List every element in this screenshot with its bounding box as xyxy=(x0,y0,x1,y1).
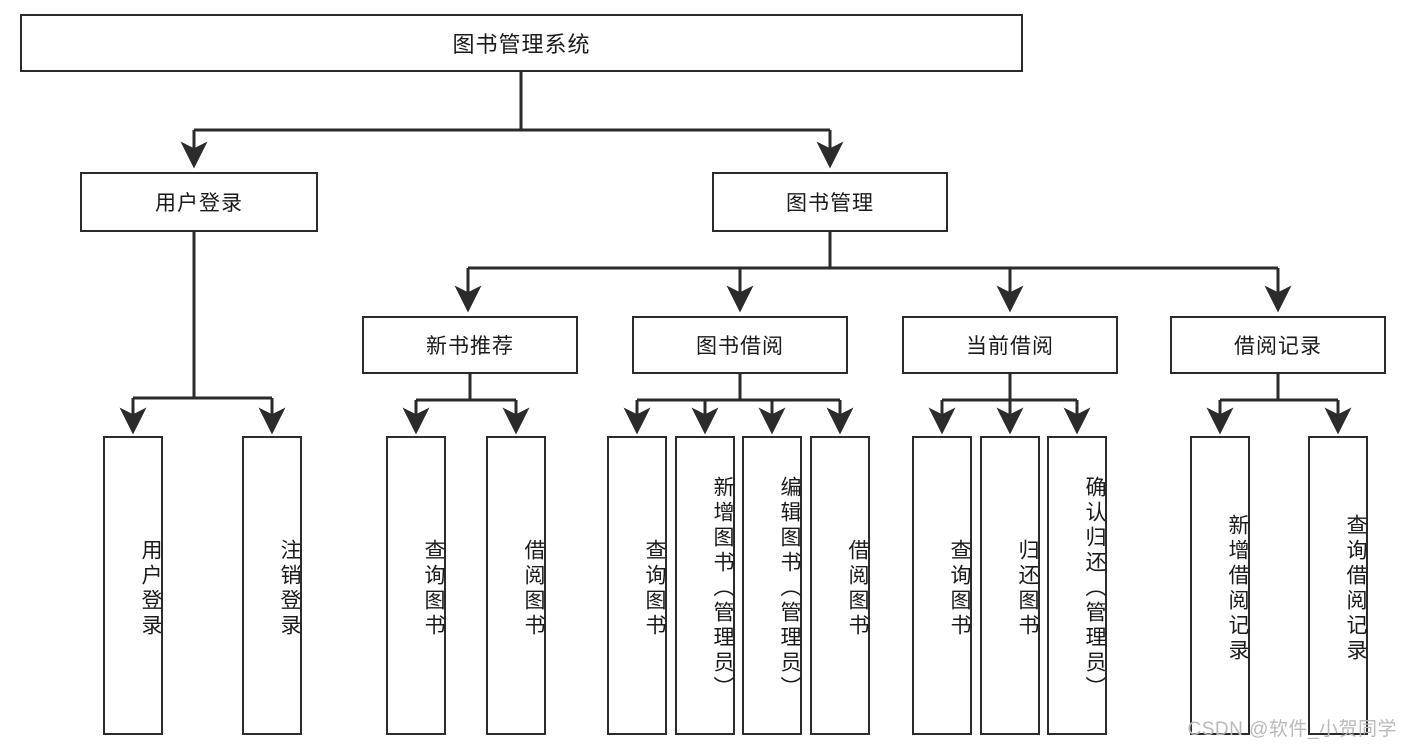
csdn-watermark: CSDN @软件_小贺同学 xyxy=(1187,719,1397,740)
node-label: 借阅图书 xyxy=(846,538,869,639)
node-label: 查询借阅记录 xyxy=(1344,513,1367,664)
node-borrow-record[interactable]: 借阅记录 xyxy=(1170,316,1386,374)
node-root-system[interactable]: 图书管理系统 xyxy=(20,14,1023,72)
node-label: 借阅图书 xyxy=(522,538,545,639)
node-label: 查询图书 xyxy=(422,538,445,639)
node-label: 归还图书 xyxy=(1016,538,1039,639)
leaf-borrow-query-book[interactable]: 查询图书 xyxy=(607,436,667,735)
node-user-login[interactable]: 用户登录 xyxy=(80,172,318,232)
node-label: 图书借阅 xyxy=(696,335,784,358)
node-new-book-recommend[interactable]: 新书推荐 xyxy=(362,316,578,374)
node-label: 查询图书 xyxy=(948,538,971,639)
leaf-logout[interactable]: 注销登录 xyxy=(242,436,302,735)
node-label: 新书推荐 xyxy=(426,335,514,358)
node-label: 用户登录 xyxy=(139,538,162,639)
node-label: 新增图书（管理员） xyxy=(711,476,734,701)
leaf-recommend-query-book[interactable]: 查询图书 xyxy=(386,436,446,735)
node-label: 当前借阅 xyxy=(966,335,1054,358)
node-book-borrow[interactable]: 图书借阅 xyxy=(632,316,848,374)
node-label: 图书管理 xyxy=(786,192,874,215)
leaf-borrow-add-book-admin[interactable]: 新增图书（管理员） xyxy=(675,436,735,735)
leaf-current-query-book[interactable]: 查询图书 xyxy=(912,436,972,735)
node-book-management[interactable]: 图书管理 xyxy=(712,172,948,232)
node-label: 图书管理系统 xyxy=(452,32,591,57)
node-label: 新增借阅记录 xyxy=(1226,513,1249,664)
node-label: 查询图书 xyxy=(643,538,666,639)
leaf-recommend-borrow-book[interactable]: 借阅图书 xyxy=(486,436,546,735)
node-label: 注销登录 xyxy=(278,538,301,639)
node-label: 用户登录 xyxy=(155,192,243,215)
leaf-record-query-record[interactable]: 查询借阅记录 xyxy=(1308,436,1368,735)
node-current-borrow[interactable]: 当前借阅 xyxy=(902,316,1118,374)
leaf-user-login[interactable]: 用户登录 xyxy=(103,436,163,735)
node-label: 借阅记录 xyxy=(1234,335,1322,358)
leaf-current-return-book[interactable]: 归还图书 xyxy=(980,436,1040,735)
leaf-current-confirm-return-admin[interactable]: 确认归还（管理员） xyxy=(1047,436,1107,735)
leaf-record-add-record[interactable]: 新增借阅记录 xyxy=(1190,436,1250,735)
node-label: 编辑图书（管理员） xyxy=(778,476,801,701)
leaf-borrow-edit-book-admin[interactable]: 编辑图书（管理员） xyxy=(742,436,802,735)
leaf-borrow-borrow-book[interactable]: 借阅图书 xyxy=(810,436,870,735)
node-label: 确认归还（管理员） xyxy=(1083,476,1106,701)
